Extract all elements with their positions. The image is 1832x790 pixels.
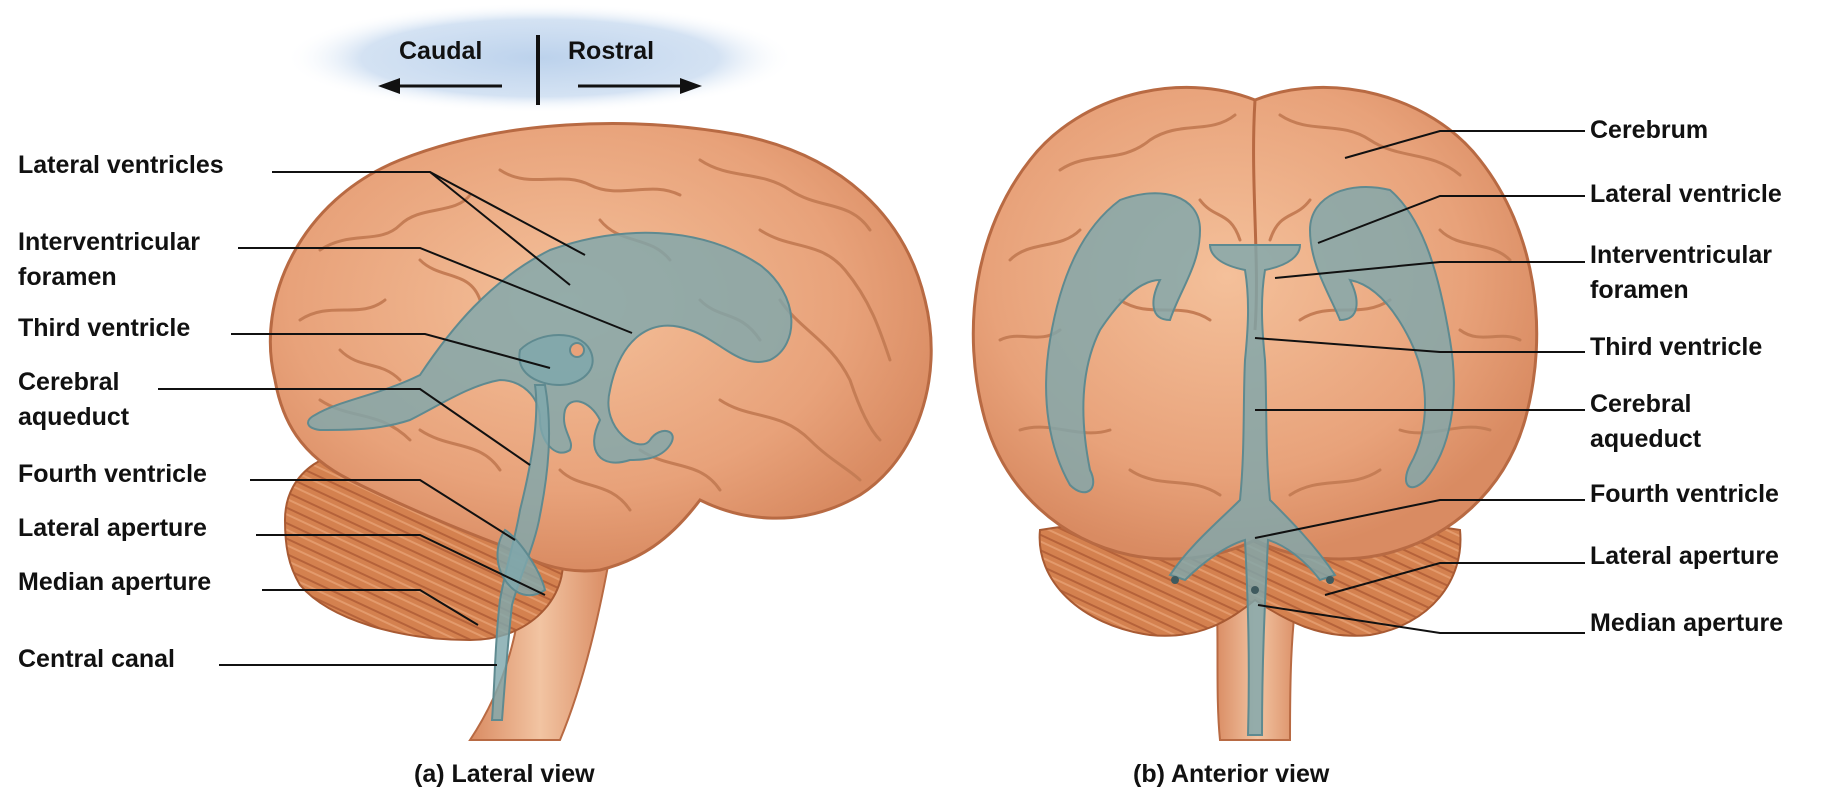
label-lateral-aperture-b: Lateral aperture [1590,539,1779,574]
label-median-aperture-b: Median aperture [1590,606,1783,641]
caudal-label: Caudal [399,37,482,66]
lateral-interthalamic-dot [570,343,584,357]
anterior-left-lateral-aperture-dot [1171,576,1179,584]
label-lateral-aperture-a: Lateral aperture [18,511,207,546]
caption-lateral-view: (a) Lateral view [414,760,595,789]
anterior-right-lateral-aperture-dot [1326,576,1334,584]
label-fourth-ventricle-b: Fourth ventricle [1590,477,1779,512]
anterior-median-aperture-dot [1251,586,1259,594]
caption-anterior-view: (b) Anterior view [1133,760,1329,789]
label-third-ventricle-b: Third ventricle [1590,330,1762,365]
rostral-label: Rostral [568,37,654,66]
label-cerebrum-b: Cerebrum [1590,113,1708,148]
label-lateral-ventricles-a: Lateral ventricles [18,148,224,183]
label-fourth-ventricle-a: Fourth ventricle [18,457,207,492]
orientation-indicator [285,3,795,113]
anterior-brain-illustration [973,87,1536,740]
label-interventricular-foramen-a: Interventricular foramen [18,225,200,295]
lateral-third-ventricle-shape [519,335,592,385]
label-median-aperture-a: Median aperture [18,565,211,600]
label-third-ventricle-a: Third ventricle [18,311,190,346]
label-cerebral-aqueduct-b: Cerebral aqueduct [1590,387,1701,457]
lateral-brain-illustration [270,124,931,740]
label-cerebral-aqueduct-a: Cerebral aqueduct [18,365,129,435]
label-lateral-ventricle-b: Lateral ventricle [1590,177,1782,212]
label-interventricular-foramen-b: Interventricular foramen [1590,238,1772,308]
label-central-canal-a: Central canal [18,642,175,677]
